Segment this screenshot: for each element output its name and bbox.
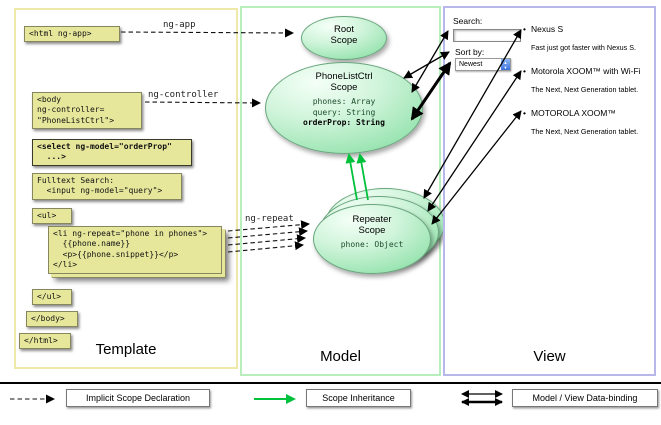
phone-list-item: Motorola XOOM™ with Wi-Fi The Next, Next… (523, 66, 653, 94)
code-li-ng-repeat: <li ng-repeat="phone in phones"> {{phone… (48, 226, 222, 274)
ng-controller-label: ng-controller (148, 90, 219, 100)
repeater-scope-prop: phone: Object (340, 239, 404, 249)
model-panel-label: Model (320, 348, 361, 365)
phone-list-item: MOTOROLA XOOM™ The Next, Next Generation… (523, 108, 653, 136)
code-body-ng-controller: <body ng-controller= "PhoneListCtrl"> (32, 92, 142, 130)
legend-implicit-scope: Implicit Scope Declaration (66, 389, 210, 407)
phone-snippet: Fast just got faster with Nexus S. (531, 43, 637, 53)
view-panel-label: View (533, 348, 566, 365)
search-label: Search: (453, 16, 483, 26)
template-panel-label: Template (95, 341, 157, 358)
bullet-icon (523, 24, 531, 34)
search-input[interactable] (453, 29, 521, 42)
root-scope-title: Root Scope (330, 24, 358, 46)
repeater-scope-title: Repeater Scope (352, 214, 392, 236)
legend-data-binding: Model / View Data-binding (512, 389, 658, 407)
code-ul-open: <ul> (32, 208, 72, 225)
ng-app-label: ng-app (163, 20, 196, 30)
scope-inheritance-arrow-icon (254, 394, 296, 404)
repeater-scope-ellipse: Repeater Scope phone: Object (313, 204, 431, 274)
code-ul-close: </ul> (32, 289, 72, 306)
phonelistctrl-scope-orderprop: orderProp: String (303, 118, 385, 128)
ng-repeat-label: ng-repeat (245, 214, 294, 224)
phone-name: Nexus S (531, 24, 564, 34)
phone-list-item: Nexus S Fast just got faster with Nexus … (523, 24, 653, 52)
phonelistctrl-scope-title: PhoneListCtrl Scope (315, 71, 373, 93)
model-panel: Root Scope PhoneListCtrl Scope phones: A… (240, 6, 445, 376)
phone-snippet: The Next, Next Generation tablet. (531, 85, 639, 95)
phone-name: Motorola XOOM™ with Wi-Fi (531, 66, 641, 76)
dropdown-stepper-icon (501, 59, 510, 70)
data-binding-arrow-icon (461, 390, 503, 406)
phonelistctrl-scope-props: phones: Array query: String (312, 96, 376, 117)
phone-name: MOTOROLA XOOM™ (531, 108, 616, 118)
bullet-icon (523, 66, 531, 76)
implicit-scope-arrow-icon (10, 394, 55, 404)
template-panel: <html ng-app> <body ng-controller= "Phon… (14, 8, 238, 369)
legend-separator (0, 382, 661, 384)
code-body-close: </body> (26, 311, 78, 328)
phone-snippet: The Next, Next Generation tablet. (531, 127, 639, 137)
code-html-close: </html> (19, 333, 71, 350)
sort-selected-value: Newest (459, 61, 483, 68)
sort-by-label: Sort by: (455, 47, 485, 57)
view-panel: Search: Sort by: Newest Nexus S Fast jus… (443, 6, 656, 376)
legend-scope-inheritance: Scope Inheritance (306, 389, 411, 407)
bullet-icon (523, 108, 531, 118)
code-select-ng-model: <select ng-model="orderProp" ...> (32, 139, 192, 166)
sort-dropdown[interactable]: Newest (455, 58, 511, 71)
code-html-ng-app: <html ng-app> (24, 26, 120, 43)
phonelistctrl-scope-ellipse: PhoneListCtrl Scope phones: Array query:… (265, 62, 423, 154)
root-scope-ellipse: Root Scope (301, 16, 387, 60)
code-fulltext-search: Fulltext Search: <input ng-model="query"… (32, 173, 182, 200)
